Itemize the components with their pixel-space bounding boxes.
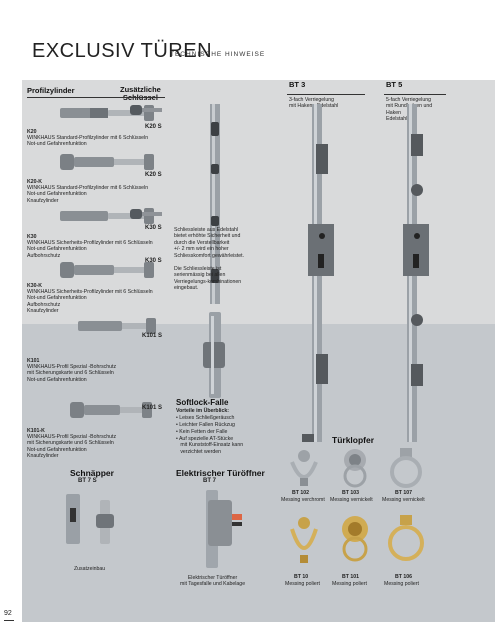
key-label: K30 S — [145, 258, 162, 264]
cylinder-knob-image — [60, 150, 160, 179]
schliessleiste-text: Schliessleiste aus Edelstahl bietet erhö… — [174, 227, 245, 259]
header-rule — [27, 97, 165, 98]
softlock-feature: • Auf spezielle AT-Stücke mit Kunststoff… — [176, 436, 244, 455]
cylinder-description: WINKHAUS Standard-Profilzylinder mit 6 S… — [27, 185, 149, 204]
cylinder-knob-image — [70, 398, 160, 427]
softlock-feature: • Leichter Fallen Rückzug — [176, 422, 235, 428]
knocker-lion-brass-image — [335, 515, 375, 572]
knocker-code: BT 101 — [342, 574, 360, 580]
schnapper-code: BT 7 S — [78, 478, 97, 484]
bt3-rule — [287, 94, 365, 95]
tueroeffner-image — [196, 490, 246, 575]
softlock-image — [201, 312, 229, 403]
schliessleiste-image — [204, 104, 226, 309]
bt5-lock-image — [393, 104, 433, 447]
key-image — [130, 103, 164, 122]
key-label: K20 S — [145, 172, 162, 178]
softlock-subtitle: Vorteile im Überblick: — [176, 408, 229, 414]
bt3-lock-image — [298, 104, 338, 447]
knocker-image — [284, 448, 324, 493]
key-image — [130, 207, 164, 226]
page-number: 92 — [4, 610, 12, 617]
profilzylinder-header: Profilzylinder — [27, 86, 75, 95]
schliessleiste-note: Die Schliessleiste ist serienmässig bei … — [174, 266, 242, 292]
knocker-code: BT 107 — [395, 490, 413, 496]
softlock-feature: • Kein Fetten der Falle — [176, 429, 228, 435]
knocker-finish: Messing poliert — [384, 581, 419, 587]
key-label: K101 S — [142, 333, 163, 339]
bt5-header: BT 5 — [386, 80, 403, 89]
page-number-rule — [4, 620, 14, 621]
cylinder-description: WINKHAUS Standard-Profilzylinder mit 6 S… — [27, 135, 149, 148]
knocker-ring-image — [386, 448, 426, 495]
key-label: K20 S — [145, 124, 162, 130]
knocker-finish: Messing vernickelt — [330, 497, 373, 503]
knocker-code: BT 106 — [395, 574, 413, 580]
knocker-brass-image — [284, 515, 324, 572]
cylinder-description: WINKHAUS-Profil Spezial -Bohrschutz mit … — [27, 364, 117, 383]
knocker-lion-image — [335, 448, 375, 495]
knocker-ring-brass-image — [386, 515, 426, 572]
cylinder-description: WINKHAUS Sicherheits-Profilzylinder mit … — [27, 240, 153, 259]
knocker-code: BT 10 — [294, 574, 309, 580]
page-subtitle: TECHNISCHE HINWEISE — [170, 51, 266, 58]
cylinder-description: WINKHAUS-Profil Spezial -Bohrschutz mit … — [27, 434, 117, 460]
cylinder-code: K30-K — [27, 283, 42, 289]
schnapper-image — [56, 490, 146, 555]
softlock-title: Softlock-Falle — [176, 398, 229, 407]
softlock-feature: • Leises Schließgeräusch — [176, 415, 235, 421]
page-title: EXCLUSIV TÜREN — [32, 40, 213, 62]
cylinder-description: WINKHAUS Sicherheits-Profilzylinder mit … — [27, 289, 153, 315]
bt5-rule — [384, 94, 446, 95]
schnapper-title: Schnäpper — [70, 468, 114, 478]
cylinder-code: K20-K — [27, 179, 42, 185]
knocker-finish: Messing poliert — [285, 581, 320, 587]
cylinder-code: K101-K — [27, 428, 45, 434]
knocker-finish: Messing poliert — [332, 581, 367, 587]
bt3-header: BT 3 — [289, 80, 306, 89]
zusaetzliche-schluessel-header: Zusätzliche Schlüssel — [120, 85, 161, 102]
tuerklopfer-title: Türklopfer — [332, 435, 375, 445]
tueroeffner-code: BT 7 — [203, 478, 217, 484]
knocker-code: BT 103 — [342, 490, 360, 496]
tueroeffner-caption: Elektrischer Türöffner mit Tagesfalle un… — [180, 575, 246, 588]
tueroeffner-title: Elektrischer Türöffner — [176, 468, 265, 478]
knocker-code: BT 102 — [292, 490, 310, 496]
cylinder-code: K20 — [27, 129, 37, 135]
schnapper-caption: Zusatzeinbau — [74, 566, 106, 572]
cylinder-code: K101 — [27, 358, 40, 364]
key-label: K30 S — [145, 225, 162, 231]
cylinder-image — [78, 316, 160, 341]
cylinder-code: K30 — [27, 234, 37, 240]
cylinder-knob-image — [60, 258, 160, 287]
key-label: K101 S — [142, 405, 163, 411]
knocker-finish: Messing vernickelt — [382, 497, 425, 503]
knocker-finish: Messing verchromt — [281, 497, 325, 503]
